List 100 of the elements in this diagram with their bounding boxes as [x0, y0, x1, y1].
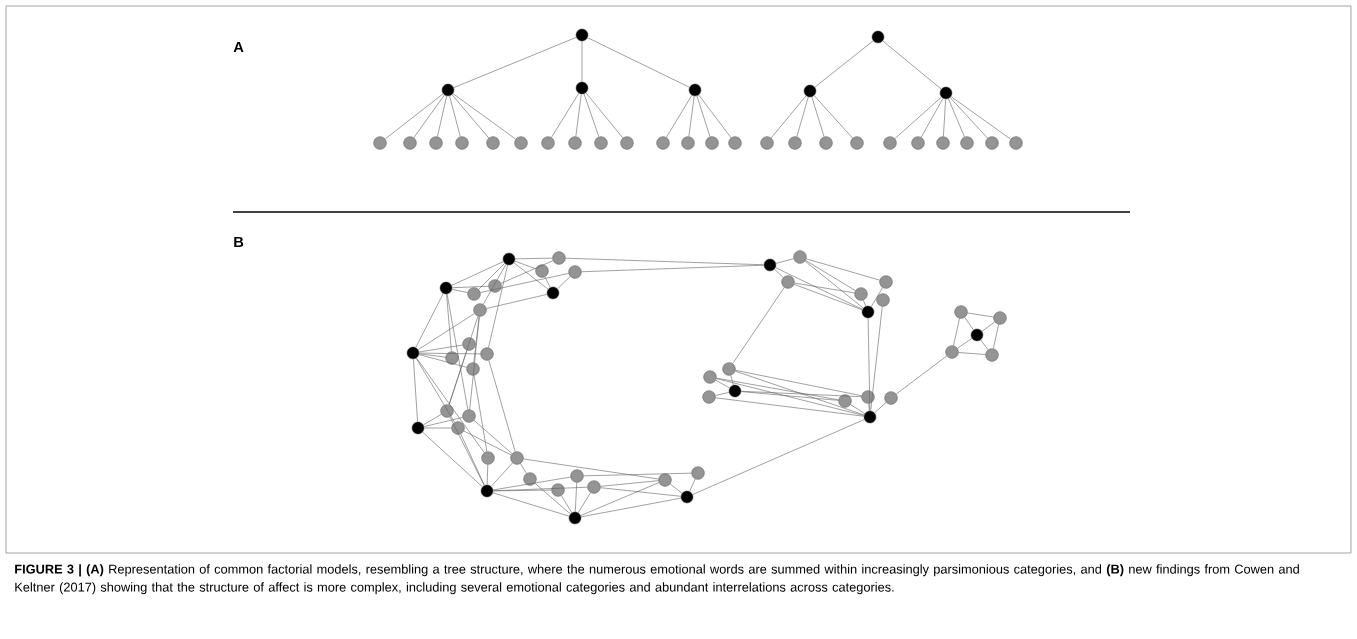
network-node: [551, 483, 565, 497]
connector-line: [473, 375, 488, 452]
connector-line: [515, 257, 553, 260]
connector-line: [882, 40, 942, 90]
connector-line: [534, 483, 571, 515]
connector-line: [415, 293, 444, 348]
network-node: [876, 293, 890, 307]
panel-letter: A: [233, 41, 244, 53]
connector-line: [418, 354, 467, 368]
connector-line: [422, 431, 483, 488]
connector-line: [583, 93, 600, 138]
network-node: [429, 136, 443, 150]
network-node: [993, 311, 1007, 325]
connector-line: [775, 267, 863, 310]
connector-line: [805, 260, 856, 291]
connector-line: [689, 478, 696, 492]
connector-line: [775, 258, 794, 264]
connector-line: [446, 293, 452, 352]
connector-line: [437, 95, 447, 137]
connector-line: [488, 360, 516, 452]
connector-line: [448, 349, 468, 406]
connector-line: [486, 464, 489, 486]
connector-line: [490, 462, 513, 487]
connector-line: [696, 95, 711, 137]
network-node: [466, 362, 480, 376]
connector-line: [520, 463, 527, 474]
network-node: [406, 346, 420, 360]
network-node: [985, 348, 999, 362]
network-node: [481, 451, 495, 465]
connector-line: [580, 482, 660, 516]
network-node: [486, 136, 500, 150]
connector-line: [894, 96, 942, 139]
network-node: [514, 136, 528, 150]
network-node: [568, 265, 582, 279]
connector-line: [478, 263, 505, 290]
connector-line: [453, 37, 577, 88]
panel-letter: B: [234, 236, 244, 248]
connector-line: [580, 497, 682, 518]
connector-line: [469, 316, 480, 410]
connector-line: [715, 379, 730, 389]
connector-line: [895, 355, 948, 395]
network-node: [658, 473, 672, 487]
connector-line: [587, 37, 690, 88]
connector-line: [669, 483, 683, 494]
network-node: [473, 303, 487, 317]
connector-line: [950, 96, 1011, 140]
connector-line: [575, 93, 582, 137]
network-node: [728, 136, 742, 150]
connector-line: [967, 312, 994, 318]
network-node: [883, 136, 897, 150]
network-node: [462, 409, 476, 423]
network-node: [703, 370, 717, 384]
connector-line: [460, 433, 485, 486]
connector-line: [418, 313, 475, 350]
connector-line: [692, 419, 865, 495]
connector-line: [418, 344, 463, 353]
connector-line: [870, 306, 883, 412]
connector-line: [958, 352, 986, 355]
connector-line: [578, 492, 591, 513]
network-node: [954, 305, 968, 319]
network-node: [467, 287, 481, 301]
connector-line: [423, 414, 442, 426]
connector-line: [581, 40, 583, 83]
network-node: [884, 391, 898, 405]
connector-line: [585, 92, 624, 139]
network-node: [445, 351, 459, 365]
connector-line: [551, 93, 579, 138]
network-node: [722, 362, 736, 376]
connector-line: [413, 358, 418, 423]
connector-line: [716, 378, 865, 416]
network-node: [705, 136, 719, 150]
connector-line: [600, 480, 659, 487]
network-node: [523, 472, 537, 486]
network-node: [656, 136, 670, 150]
connector-line: [449, 95, 461, 137]
network-node: [861, 390, 875, 404]
connector-line: [451, 289, 468, 293]
network-node: [702, 390, 716, 404]
connector-line: [581, 264, 765, 273]
connector-line: [867, 317, 871, 412]
network-node: [510, 451, 524, 465]
connector-line: [980, 339, 989, 350]
connector-line: [993, 324, 999, 349]
connector-line: [796, 96, 809, 137]
network-node: [552, 251, 566, 265]
network-node: [939, 86, 953, 100]
network-node: [541, 136, 555, 150]
connector-line: [600, 487, 682, 497]
network-node: [838, 394, 852, 408]
connector-line: [774, 269, 784, 278]
connector-line: [735, 370, 862, 396]
connector-line: [451, 285, 489, 289]
network-node: [680, 490, 694, 504]
connector-line: [734, 370, 865, 416]
connector-line: [423, 427, 452, 429]
connector-line: [953, 318, 960, 346]
network-node: [411, 421, 425, 435]
connector-line: [416, 357, 485, 453]
connector-line: [557, 276, 571, 289]
network-node: [403, 136, 417, 150]
